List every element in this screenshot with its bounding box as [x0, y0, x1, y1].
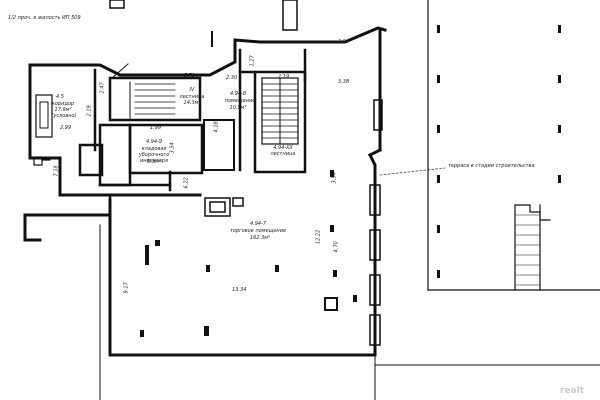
room-4-xx-num: 4.94-XX — [273, 145, 293, 151]
dim-3: 2.30 — [226, 75, 238, 81]
corridor-room — [33, 68, 97, 166]
room-4-7-num: 4.94-7 — [249, 221, 267, 227]
main-hall-walls — [23, 28, 383, 357]
storage-rooms — [78, 119, 235, 192]
dim-4: 2.19 — [278, 74, 290, 80]
dim-13: 9.17 — [123, 282, 130, 294]
dim-7: 2.19 — [86, 105, 93, 117]
dim-18: 3.54 — [331, 172, 338, 184]
room-4-5-area: 17.9м² — [54, 107, 72, 113]
dim-9: 1.99 — [150, 125, 162, 131]
room-4-6-name: помещение — [224, 98, 256, 104]
dim-5: 3.38 — [338, 79, 350, 85]
right-wall-windows — [369, 99, 383, 346]
columns — [140, 170, 357, 337]
terrace — [99, 0, 600, 400]
left-block-walls — [28, 26, 387, 197]
central-stair — [238, 48, 307, 174]
room-iv-name: лестница — [179, 94, 205, 100]
room-4-6-area: 10.9м² — [229, 105, 247, 111]
room-4-5-num: 4.5 — [56, 94, 64, 100]
dim-2: 5.79 — [184, 73, 196, 79]
room-4-9-num: 4.94-9 — [145, 139, 163, 145]
room-4-6-num: 4.94-8 — [229, 91, 247, 97]
top-note: 1/2 проч. в жилость ИП 509 — [8, 15, 81, 21]
terrace-pointer — [379, 167, 446, 176]
room-4-5-name: коридор — [51, 101, 75, 107]
hall-equipment — [108, 193, 338, 311]
dim-1: 2.94 — [338, 39, 350, 45]
terrace-label: терраса в стадии строительства — [448, 163, 535, 169]
dim-15: 7.18 — [53, 165, 60, 177]
dim-12: 12.22 — [315, 229, 322, 245]
dim-11: 4.70 — [333, 241, 340, 253]
room-4-9-name: кладовая уборочного инвентаря — [138, 146, 170, 164]
stair-iv — [108, 63, 202, 122]
room-4-9-area: 5.3м² — [147, 159, 161, 165]
room-iv-num: IV — [189, 87, 195, 93]
dim-17: 6.22 — [183, 177, 190, 189]
room-4-7-name: торговое помещение — [229, 228, 287, 234]
room-4-5-extra: (условно) — [51, 113, 77, 119]
room-4-7-area: 162.3м² — [249, 235, 271, 241]
top-left-frame — [109, 0, 298, 47]
dim-8: 2.99 — [60, 125, 72, 131]
terrace-pillars — [437, 25, 561, 278]
dim-14: 13.34 — [232, 287, 247, 293]
watermark: realt — [560, 386, 585, 396]
dim-16: 1.27 — [249, 55, 256, 67]
dim-10: 3.54 — [169, 142, 176, 154]
room-iv-area: 14.3м² — [183, 100, 201, 106]
dim-6: 2.47 — [99, 82, 106, 94]
dim-19: 4.18 — [213, 121, 220, 133]
room-4-xx-name: лестница — [270, 151, 296, 157]
